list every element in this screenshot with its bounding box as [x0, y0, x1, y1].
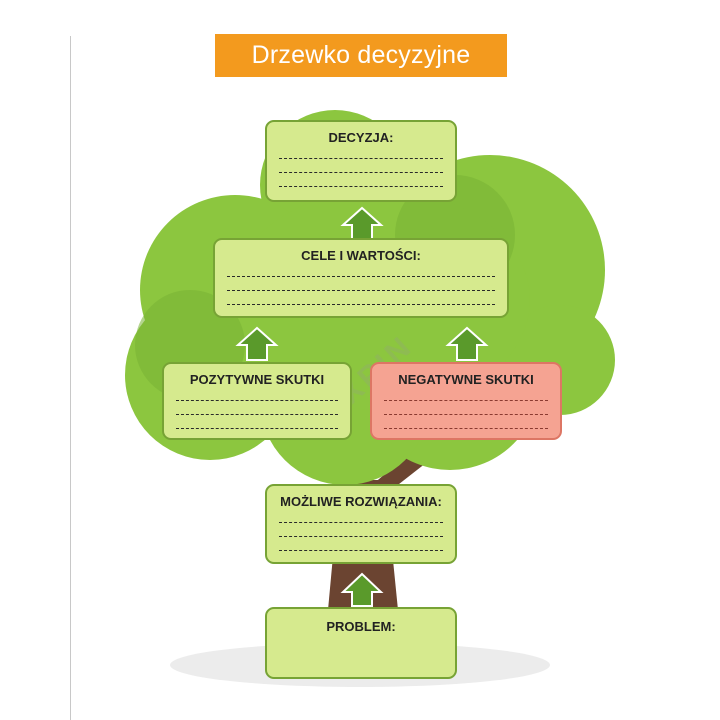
answer-line[interactable]: [279, 536, 443, 537]
answer-line[interactable]: [227, 304, 495, 305]
answer-line[interactable]: [279, 550, 443, 551]
decision-label: DECYZJA:: [328, 130, 394, 145]
page-title: Drzewko decyzyjne: [215, 34, 507, 77]
answer-line[interactable]: [279, 522, 443, 523]
negative-effects-label: NEGATYWNE SKUTKI: [398, 372, 534, 387]
answer-line[interactable]: [384, 428, 548, 429]
decision-box: DECYZJA:: [265, 120, 457, 202]
answer-line[interactable]: [176, 428, 338, 429]
goals-label: CELE I WARTOŚCI:: [301, 248, 421, 263]
answer-line[interactable]: [279, 158, 443, 159]
arrow-problem-to-solutions: [340, 572, 384, 607]
answer-line[interactable]: [176, 414, 338, 415]
answer-line[interactable]: [279, 172, 443, 173]
negative-effects-box: NEGATYWNE SKUTKI: [370, 362, 562, 440]
positive-effects-box: POZYTYWNE SKUTKI: [162, 362, 352, 440]
answer-line[interactable]: [384, 400, 548, 401]
answer-line[interactable]: [227, 290, 495, 291]
problem-label: PROBLEM:: [326, 619, 396, 634]
solutions-box: MOŻLIWE ROZWIĄZANIA:: [265, 484, 457, 564]
answer-line[interactable]: [176, 400, 338, 401]
answer-line[interactable]: [227, 276, 495, 277]
answer-line[interactable]: [384, 414, 548, 415]
goals-box: CELE I WARTOŚCI:: [213, 238, 509, 318]
answer-line[interactable]: [279, 186, 443, 187]
solutions-label: MOŻLIWE ROZWIĄZANIA:: [280, 494, 442, 509]
arrow-to-decision: [340, 206, 384, 241]
page-margin-line: [70, 36, 71, 720]
arrow-negative-to-goals: [445, 326, 489, 361]
arrow-positive-to-goals: [235, 326, 279, 361]
positive-effects-label: POZYTYWNE SKUTKI: [189, 372, 325, 387]
problem-box: PROBLEM:: [265, 607, 457, 679]
